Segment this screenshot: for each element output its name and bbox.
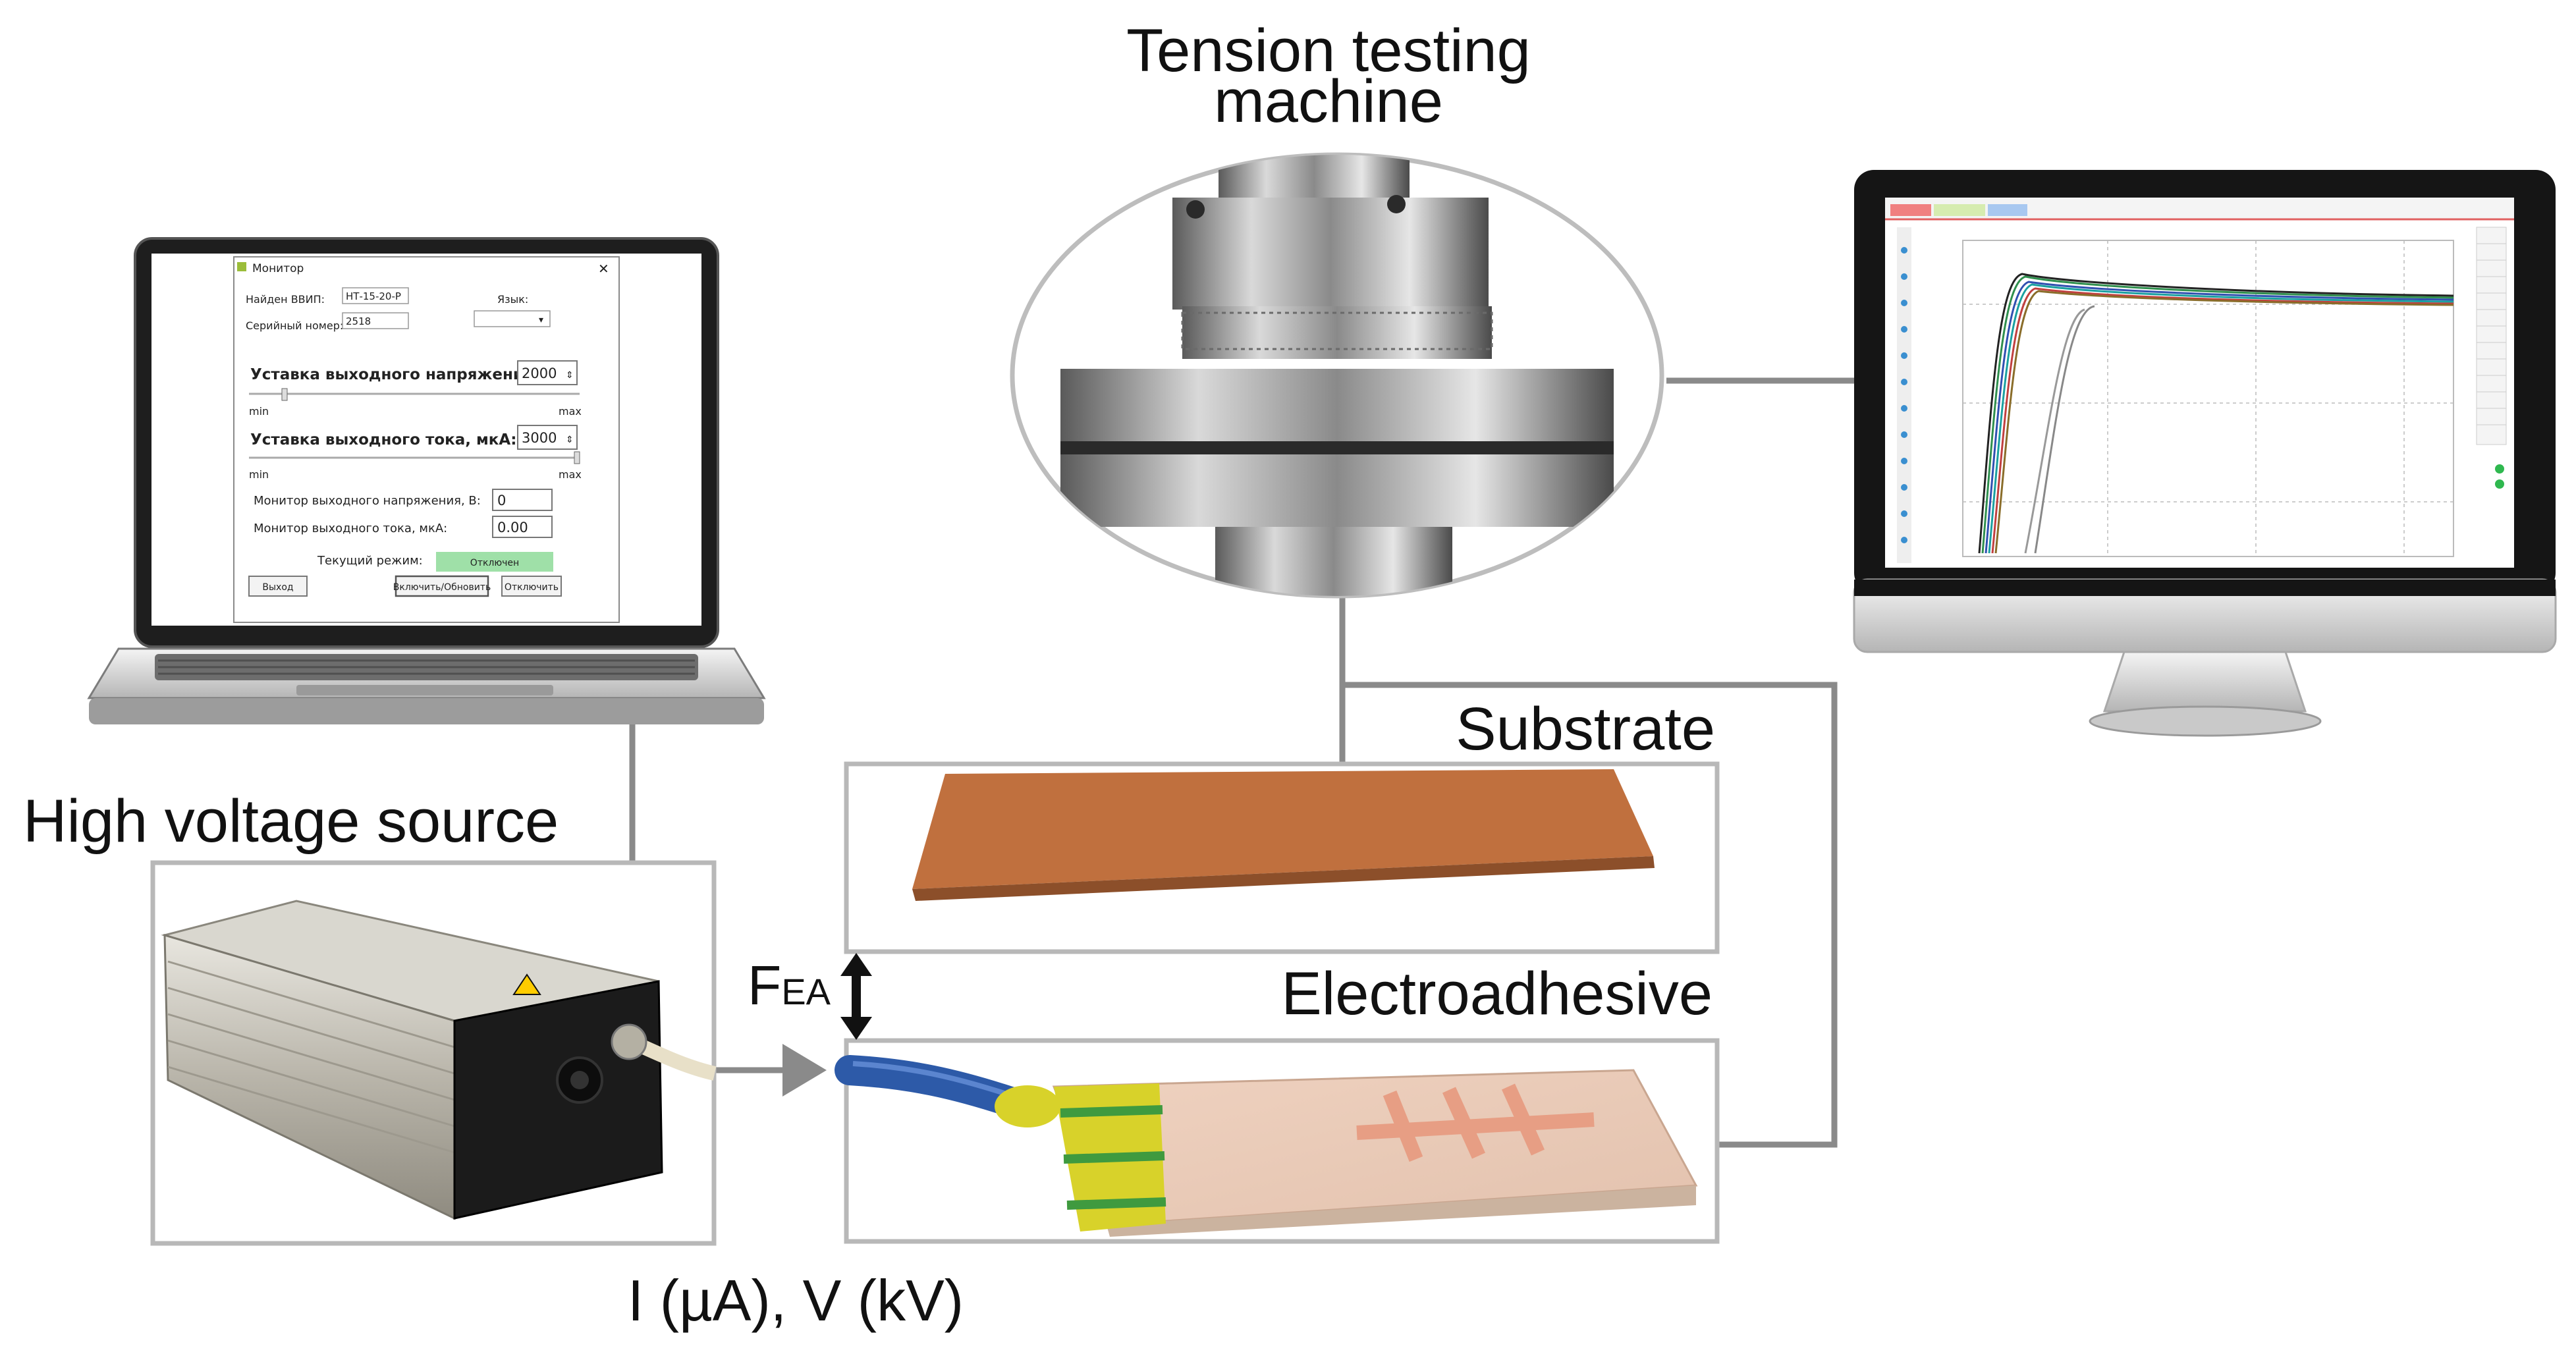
- hv-monitor-app-window: Монитор ✕ Найден ВВИП: НТ-15-20-Р Язык: …: [233, 256, 620, 623]
- enable-update-button[interactable]: [395, 575, 489, 597]
- force-indicator: FEA: [748, 953, 872, 1040]
- hv-to-electroadhesive-arrowhead: [782, 1044, 827, 1097]
- mode-label: Текущий режим:: [317, 554, 423, 568]
- current-slider-max: max: [559, 468, 582, 481]
- voltage-setpoint-label: Уставка выходного напряжения, В:: [250, 366, 562, 383]
- language-select[interactable]: [474, 310, 551, 327]
- laptop-touchpad: [296, 685, 553, 695]
- substrate-group: Substrate: [844, 695, 1720, 954]
- tension-machine-label-line2: machine: [1214, 68, 1443, 135]
- serial-label: Серийный номер:: [246, 319, 343, 332]
- exit-button-label: Выход: [262, 582, 293, 593]
- machine-grip-photo: [1060, 155, 1614, 596]
- current-slider-min: min: [249, 468, 269, 481]
- current-monitor-label: Монитор выходного тока, мкА:: [254, 522, 447, 535]
- mode-status-badge: [436, 552, 553, 572]
- window-title: Монитор: [252, 262, 304, 275]
- electroadhesive-group: Electroadhesive: [835, 960, 1720, 1244]
- hv-warning-icon: [512, 973, 541, 995]
- measurement-label: I (µA), V (kV): [628, 1268, 964, 1333]
- current-monitor-field: [492, 516, 553, 538]
- monitor-software: [1885, 198, 2514, 563]
- laptop: Монитор ✕ Найден ВВИП: НТ-15-20-Р Язык: …: [87, 237, 766, 724]
- voltage-slider-thumb[interactable]: [281, 388, 288, 401]
- connector-lines: [629, 377, 1856, 1148]
- mode-status-value: Отключен: [470, 558, 519, 568]
- current-slider-thumb[interactable]: [574, 451, 580, 464]
- window-icon: [237, 262, 246, 271]
- enable-update-button-label: Включить/Обновить: [393, 582, 491, 593]
- force-arrow-head-down: [840, 1017, 872, 1040]
- disable-button[interactable]: [501, 576, 562, 597]
- hv-cable: [835, 1055, 1029, 1118]
- disable-button-label: Отключить: [505, 582, 559, 593]
- voltage-setpoint-value: 2000: [522, 366, 557, 381]
- tension-machine: Tension testing machine: [1010, 17, 1664, 599]
- voltage-monitor-field: [492, 489, 553, 511]
- voltage-setpoint-stepper[interactable]: [517, 360, 578, 385]
- monitor-stand-foot: [2089, 705, 2322, 737]
- language-label: Язык:: [497, 293, 528, 306]
- hv-source-front-panel: [453, 980, 663, 1220]
- current-monitor-value: 0.00: [497, 520, 528, 535]
- monitor-plot-area: [1962, 240, 2454, 557]
- substrate-plate: [912, 769, 1653, 889]
- current-setpoint-label: Уставка выходного тока, мкА:: [250, 431, 516, 448]
- window-close-icon[interactable]: ✕: [598, 261, 609, 277]
- found-value: НТ-15-20-Р: [346, 290, 401, 302]
- monitor-stand-neck: [2102, 651, 2307, 713]
- language-select-chevron-icon[interactable]: ▾: [539, 315, 543, 325]
- voltage-slider-max: max: [559, 405, 582, 418]
- substrate-label: Substrate: [1456, 695, 1715, 763]
- exit-button[interactable]: [248, 576, 308, 597]
- voltage-stepper-arrows-icon[interactable]: ⇕: [566, 370, 574, 381]
- tension-machine-label-line1: Tension testing: [1126, 17, 1531, 84]
- hv-source-group: High voltage source: [23, 788, 717, 1246]
- voltage-slider-min: min: [249, 405, 269, 418]
- serial-field[interactable]: [342, 312, 409, 329]
- current-setpoint-stepper[interactable]: [517, 425, 578, 450]
- serial-value: 2518: [346, 315, 371, 327]
- found-field[interactable]: [342, 287, 409, 304]
- force-label-subscript: EA: [781, 971, 831, 1012]
- voltage-monitor-label: Монитор выходного напряжения, В:: [254, 494, 481, 508]
- force-label: FEA: [748, 954, 831, 1016]
- voltage-monitor-value: 0: [497, 493, 506, 508]
- hv-source-label: High voltage source: [23, 788, 559, 855]
- current-stepper-arrows-icon[interactable]: ⇕: [566, 435, 574, 445]
- feedback-loop-line: [1342, 682, 1838, 1148]
- force-arrow-head-up: [840, 953, 872, 976]
- electroadhesive-label: Electroadhesive: [1281, 960, 1713, 1027]
- found-label: Найден ВВИП:: [246, 293, 325, 306]
- desktop-monitor: [1853, 170, 2557, 737]
- current-setpoint-value: 3000: [522, 430, 557, 446]
